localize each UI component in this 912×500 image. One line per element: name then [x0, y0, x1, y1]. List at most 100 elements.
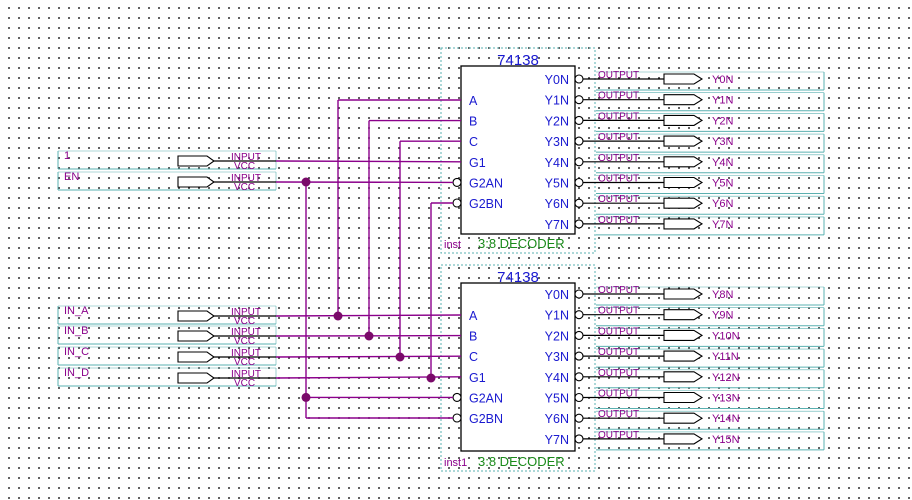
decoder-output-pin-label: Y2N	[545, 329, 569, 343]
inverter-bubble	[452, 198, 462, 208]
wire-junction	[395, 352, 405, 362]
output-pin-symbol	[663, 197, 704, 209]
output-pin-type: OUTPUT	[598, 285, 639, 296]
decoder-part-name: 74138	[497, 52, 539, 69]
output-pin-name: Y3N	[712, 136, 733, 148]
decoder-group-frame	[440, 264, 596, 472]
inverter-bubble	[574, 413, 584, 423]
output-pin-symbol	[663, 218, 704, 230]
decoder-output-pin-label: Y5N	[545, 177, 569, 191]
input-pin-name: IN_A	[64, 305, 89, 317]
wire-junction	[333, 311, 343, 321]
output-pin-type: OUTPUT	[598, 368, 639, 379]
output-pin-type: OUTPUT	[598, 70, 639, 81]
output-pin-type: OUTPUT	[598, 347, 639, 358]
output-pin-name: Y5N	[712, 178, 733, 190]
decoder-input-pin-label: A	[469, 309, 478, 323]
input-pin-symbol	[177, 372, 215, 384]
decoder-body	[460, 282, 576, 452]
output-pin-symbol	[663, 309, 704, 321]
output-pin-symbol	[663, 412, 704, 424]
wire-junction	[301, 392, 311, 402]
output-pin-name: Y10N	[712, 330, 740, 342]
decoder-body	[460, 65, 576, 235]
decoder-output-pin-label: Y7N	[545, 218, 569, 232]
input-pin-type: INPUT	[231, 327, 261, 338]
input-pin-name: IN_D	[64, 367, 89, 379]
wire-junction	[301, 177, 311, 187]
inverter-bubble	[574, 289, 584, 299]
output-pin-name: Y14N	[712, 413, 740, 425]
output-pin-name: Y8N	[712, 289, 733, 301]
inverter-bubble	[574, 372, 584, 382]
decoder-output-pin-label: Y1N	[545, 94, 569, 108]
inverter-bubble	[452, 177, 462, 187]
output-pin-type: OUTPUT	[598, 174, 639, 185]
decoder-output-pin-label: Y7N	[545, 433, 569, 447]
output-pin-name: Y15N	[712, 434, 740, 446]
inverter-bubble	[574, 74, 584, 84]
decoder-input-pin-label: G1	[469, 371, 486, 385]
inverter-bubble	[574, 136, 584, 146]
output-pin-type: OUTPUT	[598, 194, 639, 205]
output-pin-name: Y11N	[712, 351, 739, 363]
output-pin-symbol	[663, 156, 704, 168]
input-pin-default: VCC	[234, 182, 255, 193]
decoder-description: 3:8 DECODER	[478, 454, 565, 469]
input-pin-default: VCC	[234, 316, 255, 327]
decoder-input-pin-label: G2AN	[469, 176, 503, 190]
input-pin-symbol	[177, 351, 215, 363]
inverter-bubble	[574, 310, 584, 320]
output-pin-name: Y2N	[712, 115, 733, 127]
output-pin-name: Y9N	[712, 310, 733, 322]
output-pin-type: OUTPUT	[598, 326, 639, 337]
output-pin-type: OUTPUT	[598, 132, 639, 143]
input-pin-symbol	[177, 330, 215, 342]
inverter-bubble	[452, 413, 462, 423]
input-pin-default: VCC	[234, 336, 255, 347]
input-pin-name: 1	[64, 150, 70, 162]
decoder-input-pin-label: B	[469, 330, 477, 344]
inverter-bubble	[574, 157, 584, 167]
decoder-input-pin-label: G2AN	[469, 391, 503, 405]
decoder-group-frame	[440, 47, 596, 254]
decoder-input-pin-label: G1	[469, 156, 486, 170]
output-pin-name: Y13N	[712, 393, 740, 405]
input-pin-type: INPUT	[231, 348, 261, 359]
input-pin-default: VCC	[234, 378, 255, 389]
decoder-input-pin-label: A	[469, 94, 478, 108]
decoder-output-pin-label: Y3N	[545, 350, 569, 364]
output-pin-symbol	[663, 135, 704, 147]
decoder-input-pin-label: G2BN	[469, 412, 503, 426]
decoder-input-pin-label: G2BN	[469, 197, 503, 211]
decoder-input-pin-label: C	[469, 350, 478, 364]
output-pin-type: OUTPUT	[598, 409, 639, 420]
wire-input-to-bottom-decoder	[275, 355, 462, 358]
decoder-output-pin-label: Y0N	[545, 288, 569, 302]
output-pin-type: OUTPUT	[598, 111, 639, 122]
inverter-bubble	[574, 95, 584, 105]
output-pin-symbol	[663, 371, 704, 383]
decoder-output-pin-label: Y6N	[545, 412, 569, 426]
wire-junction	[426, 373, 436, 383]
input-pin-name: EN	[64, 171, 79, 183]
decoder-output-pin-label: Y2N	[545, 114, 569, 128]
decoder-output-pin-label: Y0N	[545, 73, 569, 87]
output-pin-symbol	[663, 329, 704, 341]
output-pin-type: OUTPUT	[598, 389, 639, 400]
output-pin-symbol	[663, 391, 704, 404]
inverter-bubble	[574, 330, 584, 340]
decoder-output-pin-label: Y5N	[545, 392, 569, 406]
inverter-bubble	[574, 177, 584, 188]
wire-junction	[364, 331, 374, 341]
inverter-bubble	[574, 392, 584, 403]
input-pin-type: INPUT	[231, 152, 261, 163]
decoder-output-pin-label: Y4N	[545, 156, 569, 170]
decoder-output-pin-label: Y3N	[545, 135, 569, 149]
decoder-output-pin-label: Y4N	[545, 371, 569, 385]
decoder-output-pin-label: Y6N	[545, 197, 569, 211]
input-pin-type: INPUT	[231, 369, 261, 380]
input-pin-default: VCC	[234, 357, 255, 368]
decoder-instance-name: inst1	[444, 457, 467, 469]
